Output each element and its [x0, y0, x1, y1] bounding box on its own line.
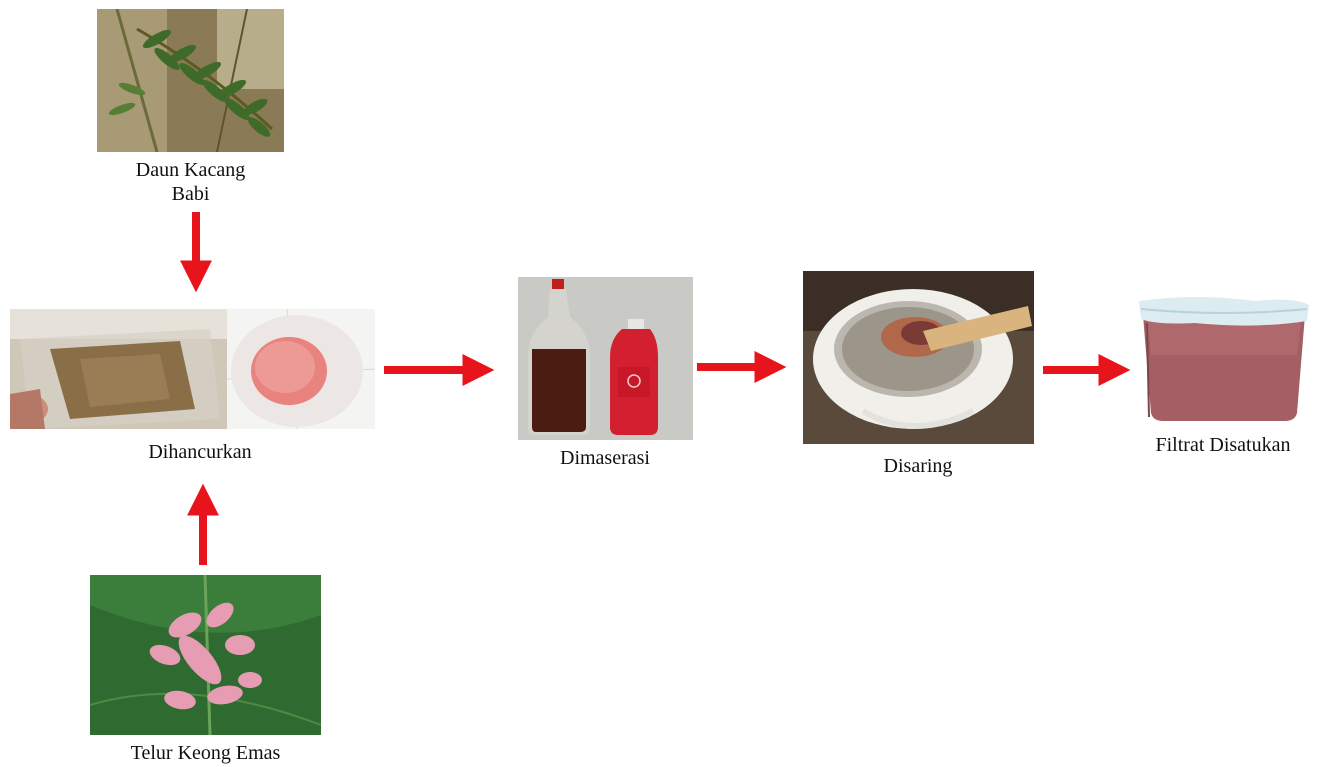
eggs-label: Telur Keong Emas	[60, 741, 351, 765]
crush-label: Dihancurkan	[100, 440, 300, 464]
ground-leaf-photo	[10, 309, 227, 429]
ground-eggs-photo	[227, 309, 375, 429]
eggs-photo	[90, 575, 321, 735]
combined-filtrate-photo	[1135, 295, 1313, 425]
leaf-photo	[97, 9, 284, 152]
filter-label: Disaring	[818, 454, 1018, 478]
combine-label: Filtrat Disatukan	[1112, 433, 1334, 457]
filtering-photo	[803, 271, 1034, 444]
maceration-bottles-photo	[518, 277, 693, 440]
leaf-label: Daun Kacang Babi	[97, 158, 284, 206]
macerate-label: Dimaserasi	[505, 446, 705, 470]
